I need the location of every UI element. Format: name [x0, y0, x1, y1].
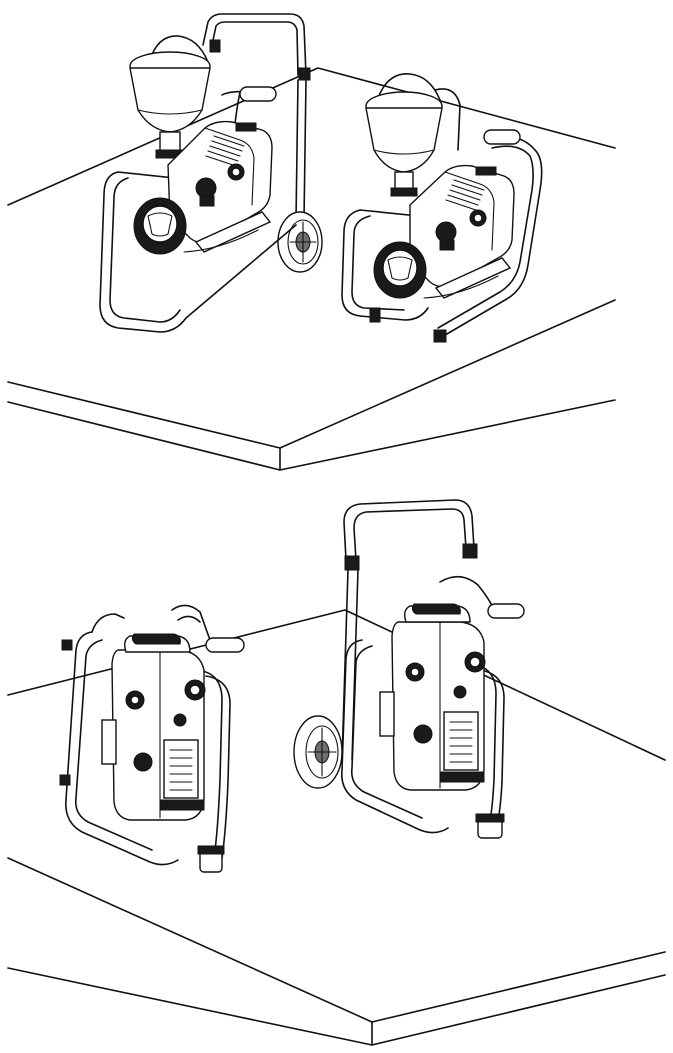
rear-stand-body — [101, 633, 206, 821]
bottom-platform — [7, 609, 666, 1046]
cart-motor-vents — [205, 135, 245, 167]
rear-stand-label-panel — [159, 739, 205, 811]
cart-pump-cap — [133, 197, 187, 255]
stand-hopper — [365, 73, 461, 197]
rear-cart-frame — [340, 575, 525, 839]
cart-wheel — [277, 211, 323, 273]
rear-cart-body — [379, 603, 486, 791]
stand-sprayer-with-hopper — [341, 73, 543, 343]
cart-handle — [202, 13, 311, 221]
stand-motor-body — [373, 164, 515, 299]
stand-pump-cap — [373, 241, 427, 299]
cart-hopper — [129, 35, 211, 159]
rear-cart-wheel — [293, 715, 343, 789]
rear-stand-frame — [59, 604, 245, 873]
cart-sprayer-with-hopper — [99, 13, 323, 333]
cart-sprayer-rear-view — [293, 499, 525, 839]
stand-motor-vents — [445, 179, 485, 211]
rear-cart-label-panel — [439, 711, 485, 783]
stand-sprayer-rear-view — [59, 604, 245, 873]
top-platform — [7, 67, 616, 471]
cart-motor-body — [133, 120, 273, 255]
